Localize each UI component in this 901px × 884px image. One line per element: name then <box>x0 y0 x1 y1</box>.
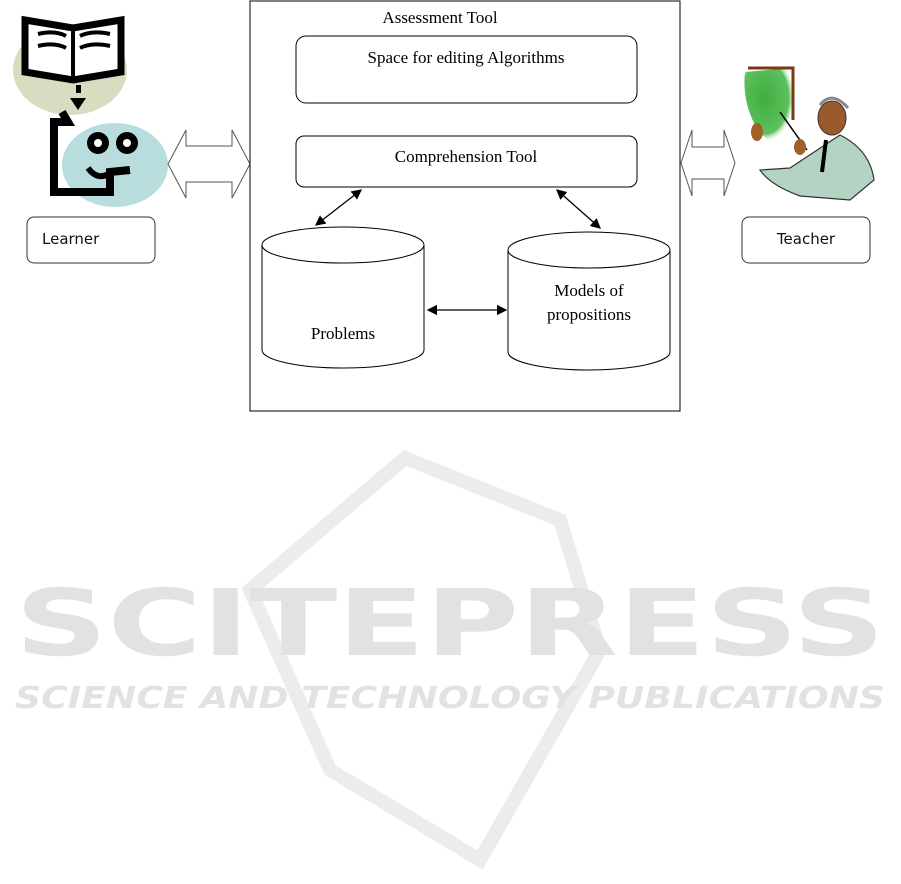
comprehension-tool-label: Comprehension Tool <box>395 147 538 166</box>
teacher-label: Teacher <box>776 230 836 248</box>
teacher-box: Teacher <box>741 216 871 264</box>
models-label-line1: Models of <box>554 281 624 300</box>
learner-label: Learner <box>42 230 100 248</box>
assessment-tool-container <box>249 0 681 412</box>
teacher-icon <box>744 66 875 201</box>
editing-space-box: Space for editing Algorithms <box>295 35 638 104</box>
assessment-tool-title: Assessment Tool <box>382 8 497 27</box>
learner-icon <box>13 15 168 207</box>
editing-space-label: Space for editing Algorithms <box>368 48 565 67</box>
learner-tool-double-arrow <box>167 129 251 199</box>
problems-database: Problems <box>261 226 425 369</box>
watermark: SCITEPRESS SCIENCE AND TECHNOLOGY PUBLIC… <box>15 449 885 870</box>
models-label-line2: propositions <box>547 305 631 324</box>
comprehension-tool-box: Comprehension Tool <box>295 135 638 188</box>
watermark-subtitle: SCIENCE AND TECHNOLOGY PUBLICATIONS <box>15 681 885 716</box>
comprehension-problems-arrow <box>314 189 363 226</box>
comprehension-models-arrow <box>556 189 601 229</box>
problems-label: Problems <box>311 324 375 343</box>
learner-box: Learner <box>26 216 156 264</box>
models-database: Models of propositions <box>507 231 671 371</box>
tool-teacher-double-arrow <box>680 129 736 197</box>
watermark-title: SCITEPRESS <box>15 570 885 677</box>
